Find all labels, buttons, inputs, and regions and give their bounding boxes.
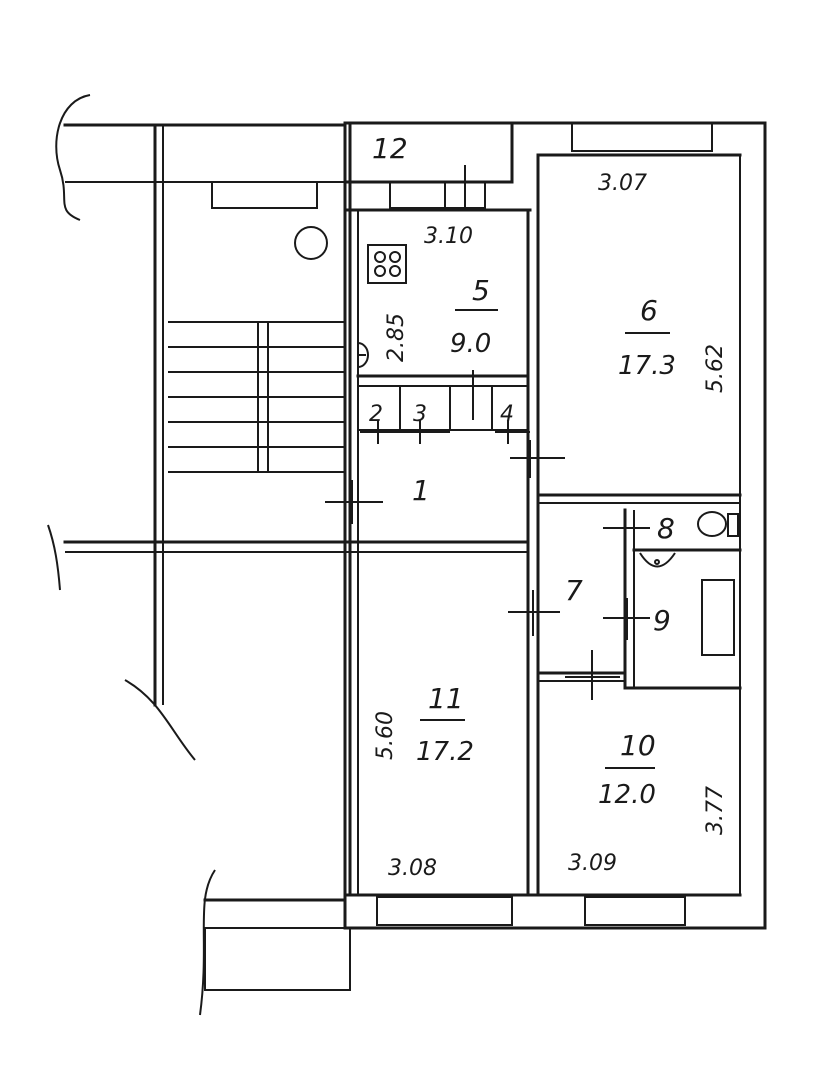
break-line-left xyxy=(47,524,61,591)
room-2-number: 2 xyxy=(369,402,383,427)
dim-5-62: 5.62 xyxy=(703,344,728,393)
room-11-area: 17.2 xyxy=(416,737,474,767)
washbasin-icon xyxy=(639,552,676,568)
dim-3-09: 3.09 xyxy=(568,851,617,876)
interior-walls xyxy=(343,123,742,897)
room-8-number: 8 xyxy=(657,512,675,545)
door-marks xyxy=(325,165,650,700)
stair-handrail xyxy=(257,321,269,473)
dim-3-10: 3.10 xyxy=(424,224,473,249)
room-9-number: 9 xyxy=(653,604,671,637)
window-room10 xyxy=(584,896,686,926)
room-12-number: 12 xyxy=(372,132,408,165)
fixtures xyxy=(357,244,739,656)
lower-left-block xyxy=(204,927,351,991)
room-7-number: 7 xyxy=(565,574,583,607)
dim-3-08: 3.08 xyxy=(388,856,437,881)
windows xyxy=(376,122,713,926)
dim-3-77: 3.77 xyxy=(703,786,728,835)
room-5-area: 9.0 xyxy=(450,329,491,359)
room-10-number: 10 xyxy=(620,729,656,762)
room-5-number: 5 xyxy=(472,274,490,307)
stove-icon xyxy=(367,244,407,284)
dim-5-60: 5.60 xyxy=(373,711,398,760)
toilet-icon xyxy=(697,511,739,537)
room-labels: 12 3.07 3.10 2.85 5 9.0 6 17.3 5.62 2 3 … xyxy=(369,132,728,881)
break-line-bottom xyxy=(199,869,216,1016)
room-4-number: 4 xyxy=(500,402,514,427)
window-kitchen xyxy=(389,181,486,209)
outer-wall-right-frame xyxy=(343,121,767,930)
room-6-number: 6 xyxy=(640,294,658,327)
window-room6 xyxy=(571,122,713,152)
window-room11 xyxy=(376,896,513,926)
stairwell-circle-fixture xyxy=(294,226,328,260)
room-3-number: 3 xyxy=(413,402,427,427)
stair-window xyxy=(211,181,318,209)
room-1-number: 1 xyxy=(412,474,430,507)
bathtub-icon xyxy=(701,579,735,656)
break-lines xyxy=(47,94,216,1016)
break-line-top xyxy=(55,94,91,221)
dim-2-85: 2.85 xyxy=(384,313,409,362)
room-6-area: 17.3 xyxy=(618,351,676,381)
dim-3-07: 3.07 xyxy=(598,171,647,196)
stairwell xyxy=(63,123,530,707)
room-11-number: 11 xyxy=(428,682,464,715)
sink-icon xyxy=(357,342,369,368)
room-10-area: 12.0 xyxy=(598,780,656,810)
break-line-bottom-left xyxy=(124,679,196,761)
